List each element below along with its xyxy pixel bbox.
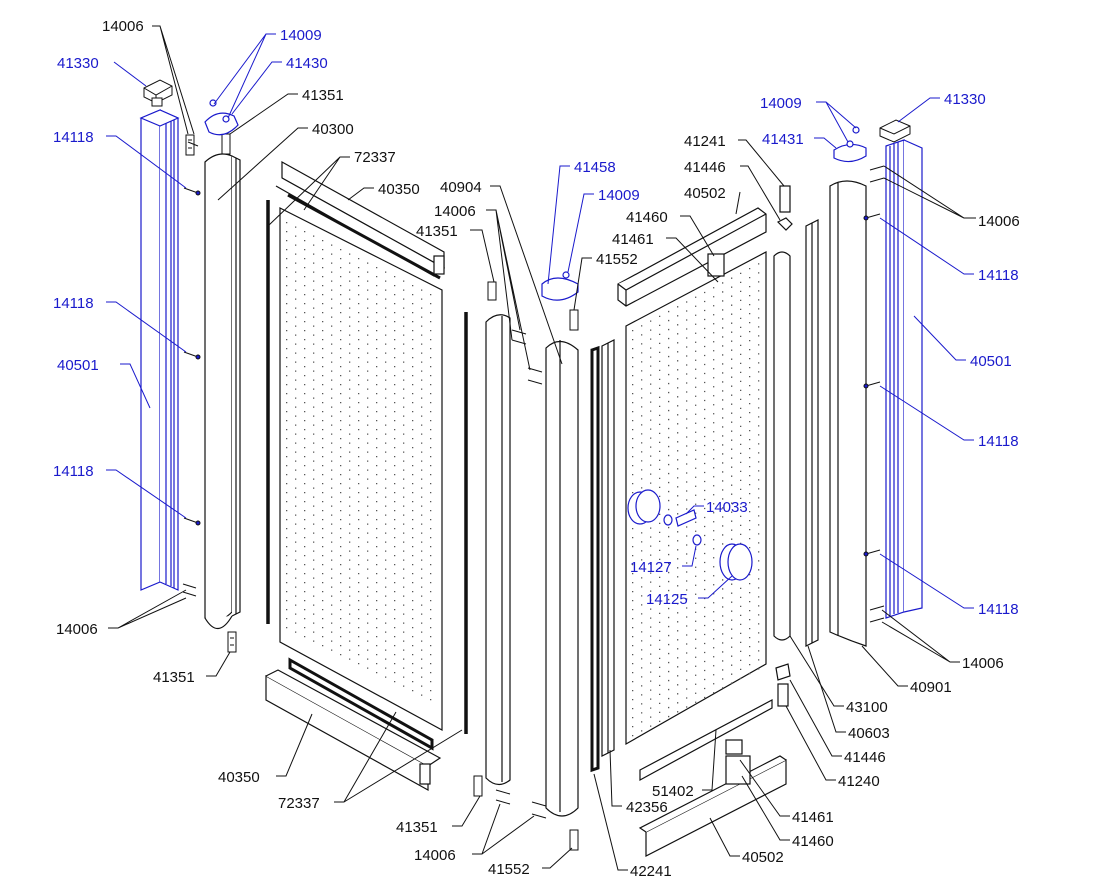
label-l51: 41460 <box>792 833 834 850</box>
right-side-profile-40501 <box>885 139 923 619</box>
brackets-left <box>182 133 237 653</box>
label-l21: 14006 <box>414 847 456 864</box>
middle-round-profile-40904 <box>485 314 579 817</box>
label-l3: 41330 <box>57 55 99 72</box>
label-l8: 72337 <box>354 149 396 166</box>
label-l4: 41430 <box>286 55 328 72</box>
label-l28: 40502 <box>684 185 726 202</box>
top-cap-41458 <box>541 271 579 301</box>
part-labels: 14006 14009 41330 41430 41351 14118 4030… <box>53 18 1020 880</box>
label-l15: 14118 <box>53 463 94 480</box>
label-l20: 41351 <box>396 819 438 836</box>
label-l39: 14127 <box>630 559 672 576</box>
glass-panel-left <box>279 207 443 732</box>
label-l42: 14006 <box>962 655 1004 672</box>
top-cap-41431 <box>833 126 867 163</box>
screws-14118-right <box>863 165 885 623</box>
top-cap-41430 <box>204 99 239 136</box>
label-l48: 51402 <box>652 783 694 800</box>
label-l38: 14033 <box>706 499 748 516</box>
left-side-profile-40501 <box>139 109 180 591</box>
left-round-profile-40300 <box>204 153 241 630</box>
label-l36: 40501 <box>970 353 1012 370</box>
screws-14118-left <box>183 187 201 526</box>
label-l49: 41461 <box>792 809 834 826</box>
glass-panel-right <box>625 251 767 746</box>
label-l2: 14009 <box>280 27 322 44</box>
label-l9: 40350 <box>378 181 420 198</box>
label-l11: 14006 <box>434 203 476 220</box>
top-cap-41330-left <box>143 79 173 107</box>
vertical-strips-42356-42241 <box>590 339 615 773</box>
label-l35: 14118 <box>978 267 1019 284</box>
label-l44: 43100 <box>846 699 888 716</box>
label-l10: 40904 <box>440 179 482 196</box>
label-l40: 14125 <box>646 591 688 608</box>
label-l1: 14006 <box>102 18 144 35</box>
label-l47: 41240 <box>838 773 880 790</box>
leader-lines <box>106 25 976 871</box>
label-l7: 40300 <box>312 121 354 138</box>
label-l14: 40501 <box>57 357 99 374</box>
label-l19: 72337 <box>278 795 320 812</box>
label-l22: 41552 <box>488 861 530 878</box>
label-l17: 41351 <box>153 669 195 686</box>
label-l6: 14118 <box>53 129 94 146</box>
label-l52: 40502 <box>742 849 784 866</box>
label-l37: 14118 <box>978 433 1019 450</box>
label-l41: 14118 <box>978 601 1019 618</box>
label-l34: 14006 <box>978 213 1020 230</box>
label-l32: 41330 <box>944 91 986 108</box>
label-l31: 14009 <box>760 95 802 112</box>
label-l16: 14006 <box>56 621 98 638</box>
label-l29: 41460 <box>626 209 668 226</box>
label-l5: 41351 <box>302 87 344 104</box>
gasket-72337 <box>266 200 468 734</box>
label-l46: 41446 <box>844 749 886 766</box>
label-l18: 40350 <box>218 769 260 786</box>
label-l24: 14009 <box>598 187 640 204</box>
label-l12: 41351 <box>416 223 458 240</box>
top-rail-40350 <box>275 160 446 280</box>
label-l23: 41458 <box>574 159 616 176</box>
label-l30: 41461 <box>612 231 654 248</box>
label-l27: 41446 <box>684 159 726 176</box>
label-l45: 40603 <box>848 725 890 742</box>
label-l13: 14118 <box>53 295 94 312</box>
label-l26: 41241 <box>684 133 726 150</box>
top-rail-40502-right <box>617 207 767 307</box>
right-round-profile-40901 <box>805 180 867 647</box>
top-cap-41330-right <box>879 119 911 143</box>
label-l53: 42241 <box>630 863 672 880</box>
bottom-rail-40350 <box>265 657 442 792</box>
label-l25: 41552 <box>596 251 638 268</box>
middle-brackets <box>473 281 579 851</box>
label-l33: 41431 <box>762 131 804 148</box>
label-l50: 42356 <box>626 799 668 816</box>
handle-assembly <box>627 489 753 581</box>
bottom-rail-40502-right <box>638 699 787 857</box>
label-l43: 40901 <box>910 679 952 696</box>
rod-43100 <box>773 185 793 707</box>
